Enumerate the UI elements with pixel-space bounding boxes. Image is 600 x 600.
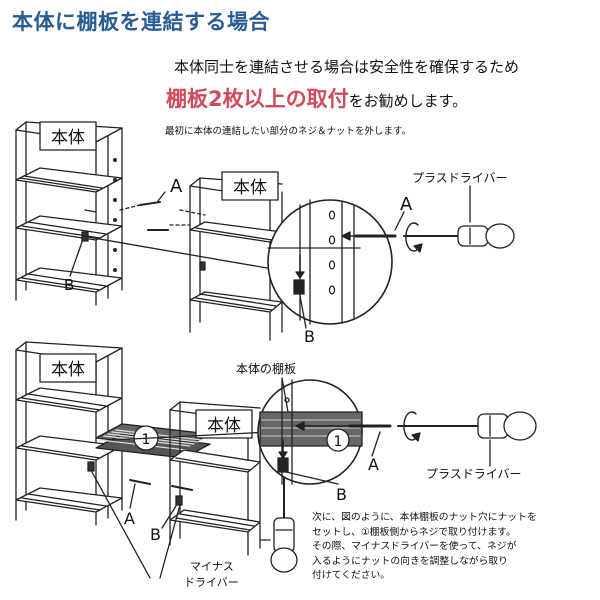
label-b: B (150, 525, 161, 544)
body-label: 本体 (233, 178, 267, 198)
phillips-driver-bottom (397, 411, 537, 441)
step-2-line: 付けてください。 (312, 570, 391, 581)
label-a: A (368, 455, 379, 474)
step-2-line: セットし、①棚板側からネジで取り付けます。 (312, 526, 516, 538)
step-1-text: 最初に本体の連結したい部分のネジ＆ナットを外します。 (165, 126, 412, 137)
label-a: A (400, 194, 413, 215)
label-b: B (304, 327, 315, 346)
body-shelf-label: 本体の棚板 (236, 361, 296, 376)
phillips-label: プラスドライバー (426, 467, 522, 481)
body-label: 本体 (207, 416, 241, 436)
step-2-line: その際、マイナスドライバーを使って、ネジが (312, 541, 517, 552)
flat-driver-label-2: ドライバー (184, 576, 239, 589)
shelf-number: 1 (142, 432, 151, 448)
body-label: 本体 (51, 128, 85, 148)
phillips-driver-top (403, 223, 515, 249)
shelf-number: 1 (334, 434, 343, 450)
phillips-label: プラスドライバー (412, 171, 508, 185)
label-b: B (64, 276, 74, 294)
zoom-detail-top (267, 199, 397, 325)
intro-line-1: 本体同士を連結させる場合は安全性を確保するため (174, 58, 520, 76)
flat-driver (270, 477, 298, 573)
step-2-line: 次に、図のように、本体棚板のナット穴にナットを (312, 512, 537, 523)
rack-bottom-left (15, 341, 123, 526)
label-a: A (170, 176, 183, 197)
intro-highlight: 棚板2枚以上の取付 (166, 87, 349, 111)
page-title: 本体に棚板を連結する場合 (12, 10, 270, 34)
step-2-text: 次に、図のように、本体棚板のナット穴にナットを セットし、①棚板側からネジで取り… (312, 511, 600, 584)
flat-driver-label-1: マイナス (190, 560, 234, 573)
label-b: B (336, 485, 347, 504)
body-label: 本体 (51, 360, 85, 380)
label-a: A (124, 509, 135, 528)
step-2-line: 入るようにナットの向きを調整しながら取り (312, 555, 508, 567)
intro-line-2: 棚板2枚以上の取付をお勧めします。 (166, 83, 467, 113)
intro-line-2-rest: をお勧めします。 (348, 92, 468, 110)
